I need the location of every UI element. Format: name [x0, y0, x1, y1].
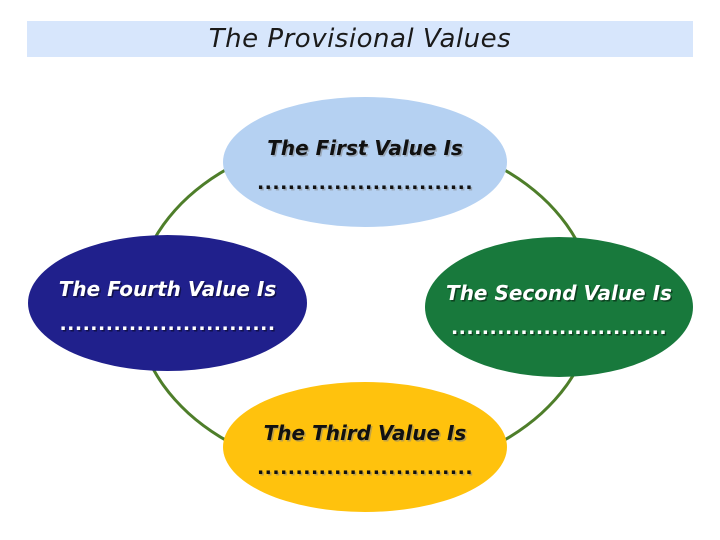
title-banner: The Provisional Values [27, 21, 693, 57]
node-third-value: The Third Value Is .....................… [223, 382, 507, 512]
node-label: The Third Value Is [263, 420, 467, 445]
node-dots: ............................ [59, 312, 276, 335]
node-label: The First Value Is [267, 135, 463, 160]
node-first-value: The First Value Is .....................… [223, 97, 507, 227]
node-dots: ............................ [450, 316, 668, 339]
node-fourth-value: The Fourth Value Is ....................… [28, 235, 307, 371]
node-label: The Second Value Is [446, 280, 672, 305]
node-dots: ............................ [256, 456, 474, 479]
page-title: The Provisional Values [208, 24, 512, 54]
node-label: The Fourth Value Is [58, 276, 277, 301]
node-second-value: The Second Value Is ....................… [425, 237, 693, 377]
node-dots: ............................ [256, 171, 474, 194]
